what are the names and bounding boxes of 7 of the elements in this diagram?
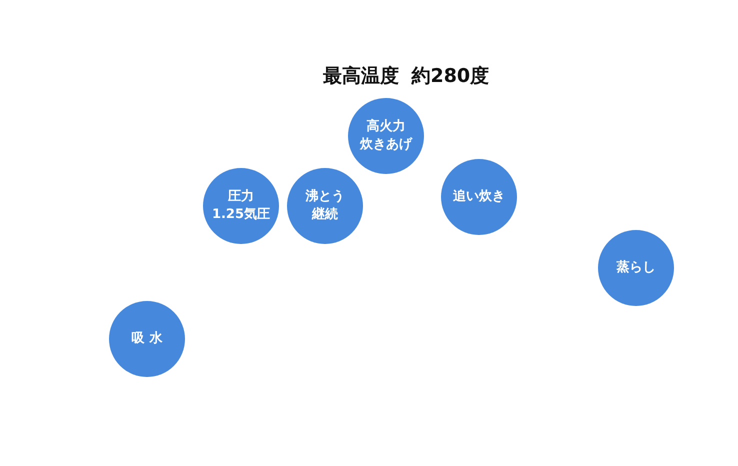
temperature-note: 最高温度 約280度 — [322, 64, 490, 89]
step-label: 追い炊き — [453, 188, 505, 206]
step-label: 高火力炊きあげ — [360, 118, 412, 154]
step-label: 吸 水 — [132, 330, 162, 348]
step-label: 圧力1.25気圧 — [212, 188, 270, 224]
step-label: 沸とう継続 — [306, 188, 344, 224]
step-label: 蒸らし — [616, 259, 656, 277]
